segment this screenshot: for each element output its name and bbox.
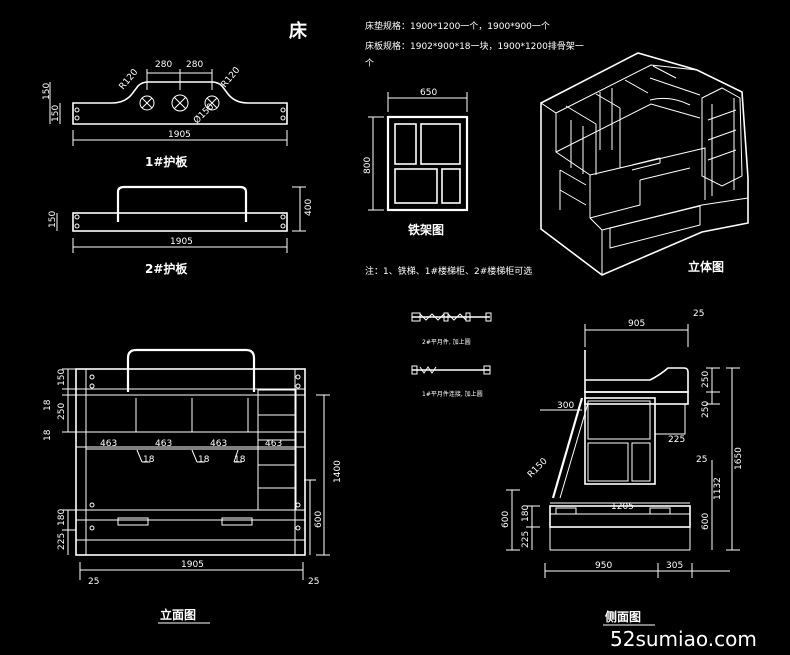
dim-305: 305 xyxy=(666,561,683,571)
dim-400: 400 xyxy=(304,199,314,216)
dim-250-side-a: 250 xyxy=(701,371,711,388)
dim-1905-guard1: 1905 xyxy=(168,130,191,140)
bolt-2-label: 2#平月件, 加上圆 xyxy=(422,338,471,346)
note-board-spec-cont: 个 xyxy=(365,58,374,69)
watermark-text: 52sumiao.com xyxy=(610,627,757,651)
dim-18-front-mid: 18 xyxy=(43,429,53,441)
dim-250-front: 250 xyxy=(57,403,67,420)
dim-600-side-left: 600 xyxy=(501,511,511,528)
note-optional-parts: 注：1、铁梯、1#楼梯柜、2#楼梯柜可选 xyxy=(365,265,532,277)
dim-950: 950 xyxy=(595,561,612,571)
dim-18-c: 18 xyxy=(234,455,246,465)
dim-600-front: 600 xyxy=(314,511,324,528)
guard-board-2-view: 400 150 1905 2#护板 xyxy=(48,185,314,276)
bolt-1-label: 1#平月件连接, 加上圆 xyxy=(422,390,483,398)
dim-1905-guard2: 1905 xyxy=(170,237,193,247)
dim-463-1: 463 xyxy=(100,439,117,449)
dim-250-side-b: 250 xyxy=(701,401,711,418)
label-front-elevation: 立面图 xyxy=(160,607,196,622)
dim-180-side: 180 xyxy=(521,505,531,522)
dim-280-right: 280 xyxy=(186,60,203,70)
label-side-elevation: 侧面图 xyxy=(605,609,641,624)
dim-280-left: 280 xyxy=(155,60,172,70)
dim-150-outer: 150 xyxy=(42,83,52,100)
dim-r150: R150 xyxy=(526,456,550,480)
dim-18-front-top: 18 xyxy=(43,399,53,411)
dim-1205: 1205 xyxy=(611,502,634,512)
bolt-details: 2#平月件, 加上圆 1#平月件连接, 加上圆 xyxy=(411,312,492,398)
side-elevation-view: 905 25 300 250 250 225 25 1650 1132 600 … xyxy=(501,309,744,626)
dim-25-side-mid: 25 xyxy=(696,455,707,465)
label-iron-frame: 铁架图 xyxy=(408,222,444,237)
note-mattress-spec: 床垫规格：1900*1200一个，1900*900一个 xyxy=(365,20,550,32)
guard-board-1-view: 280 280 R120 R120 Ø150 150 150 1905 1#护板 xyxy=(42,60,288,169)
dim-150-inner: 150 xyxy=(51,105,61,122)
dim-225-side-top: 225 xyxy=(668,435,685,445)
dim-1132: 1132 xyxy=(713,477,723,500)
dim-25-right: 25 xyxy=(308,577,319,587)
label-guard-2: 2#护板 xyxy=(145,261,188,276)
dim-18-a: 18 xyxy=(143,455,155,465)
front-elevation-view: 463 463 463 463 18 18 18 150 18 250 18 1… xyxy=(43,348,343,624)
dim-905: 905 xyxy=(628,319,645,329)
dim-650: 650 xyxy=(420,88,437,98)
iron-frame-view: 650 800 铁架图 xyxy=(363,88,469,237)
dim-600-side-right: 600 xyxy=(701,513,711,530)
label-guard-1: 1#护板 xyxy=(145,154,188,169)
dim-463-4: 463 xyxy=(265,439,282,449)
dim-r120-right: R120 xyxy=(220,65,243,90)
dim-1400: 1400 xyxy=(333,460,343,483)
dim-180-front: 180 xyxy=(57,509,67,526)
label-isometric: 立体图 xyxy=(688,259,724,274)
dim-150-guard2: 150 xyxy=(48,211,58,228)
isometric-view: 立体图 xyxy=(540,52,749,276)
dim-150-front: 150 xyxy=(57,369,67,386)
dim-225-front: 225 xyxy=(57,533,67,550)
dim-25-left: 25 xyxy=(88,577,99,587)
dim-800: 800 xyxy=(363,157,373,174)
dim-18-b: 18 xyxy=(198,455,210,465)
dim-463-2: 463 xyxy=(155,439,172,449)
dim-1650: 1650 xyxy=(734,447,744,470)
note-board-spec: 床板规格：1902*900*18一块，1900*1200排骨架一 xyxy=(365,40,584,52)
drawing-title: 床 xyxy=(289,20,308,42)
dim-dia150: Ø150 xyxy=(191,101,216,126)
dim-25-side-top: 25 xyxy=(693,309,704,319)
dim-225-side: 225 xyxy=(521,531,531,548)
dim-1905-front: 1905 xyxy=(181,560,204,570)
dim-300: 300 xyxy=(557,401,574,411)
dim-463-3: 463 xyxy=(210,439,227,449)
